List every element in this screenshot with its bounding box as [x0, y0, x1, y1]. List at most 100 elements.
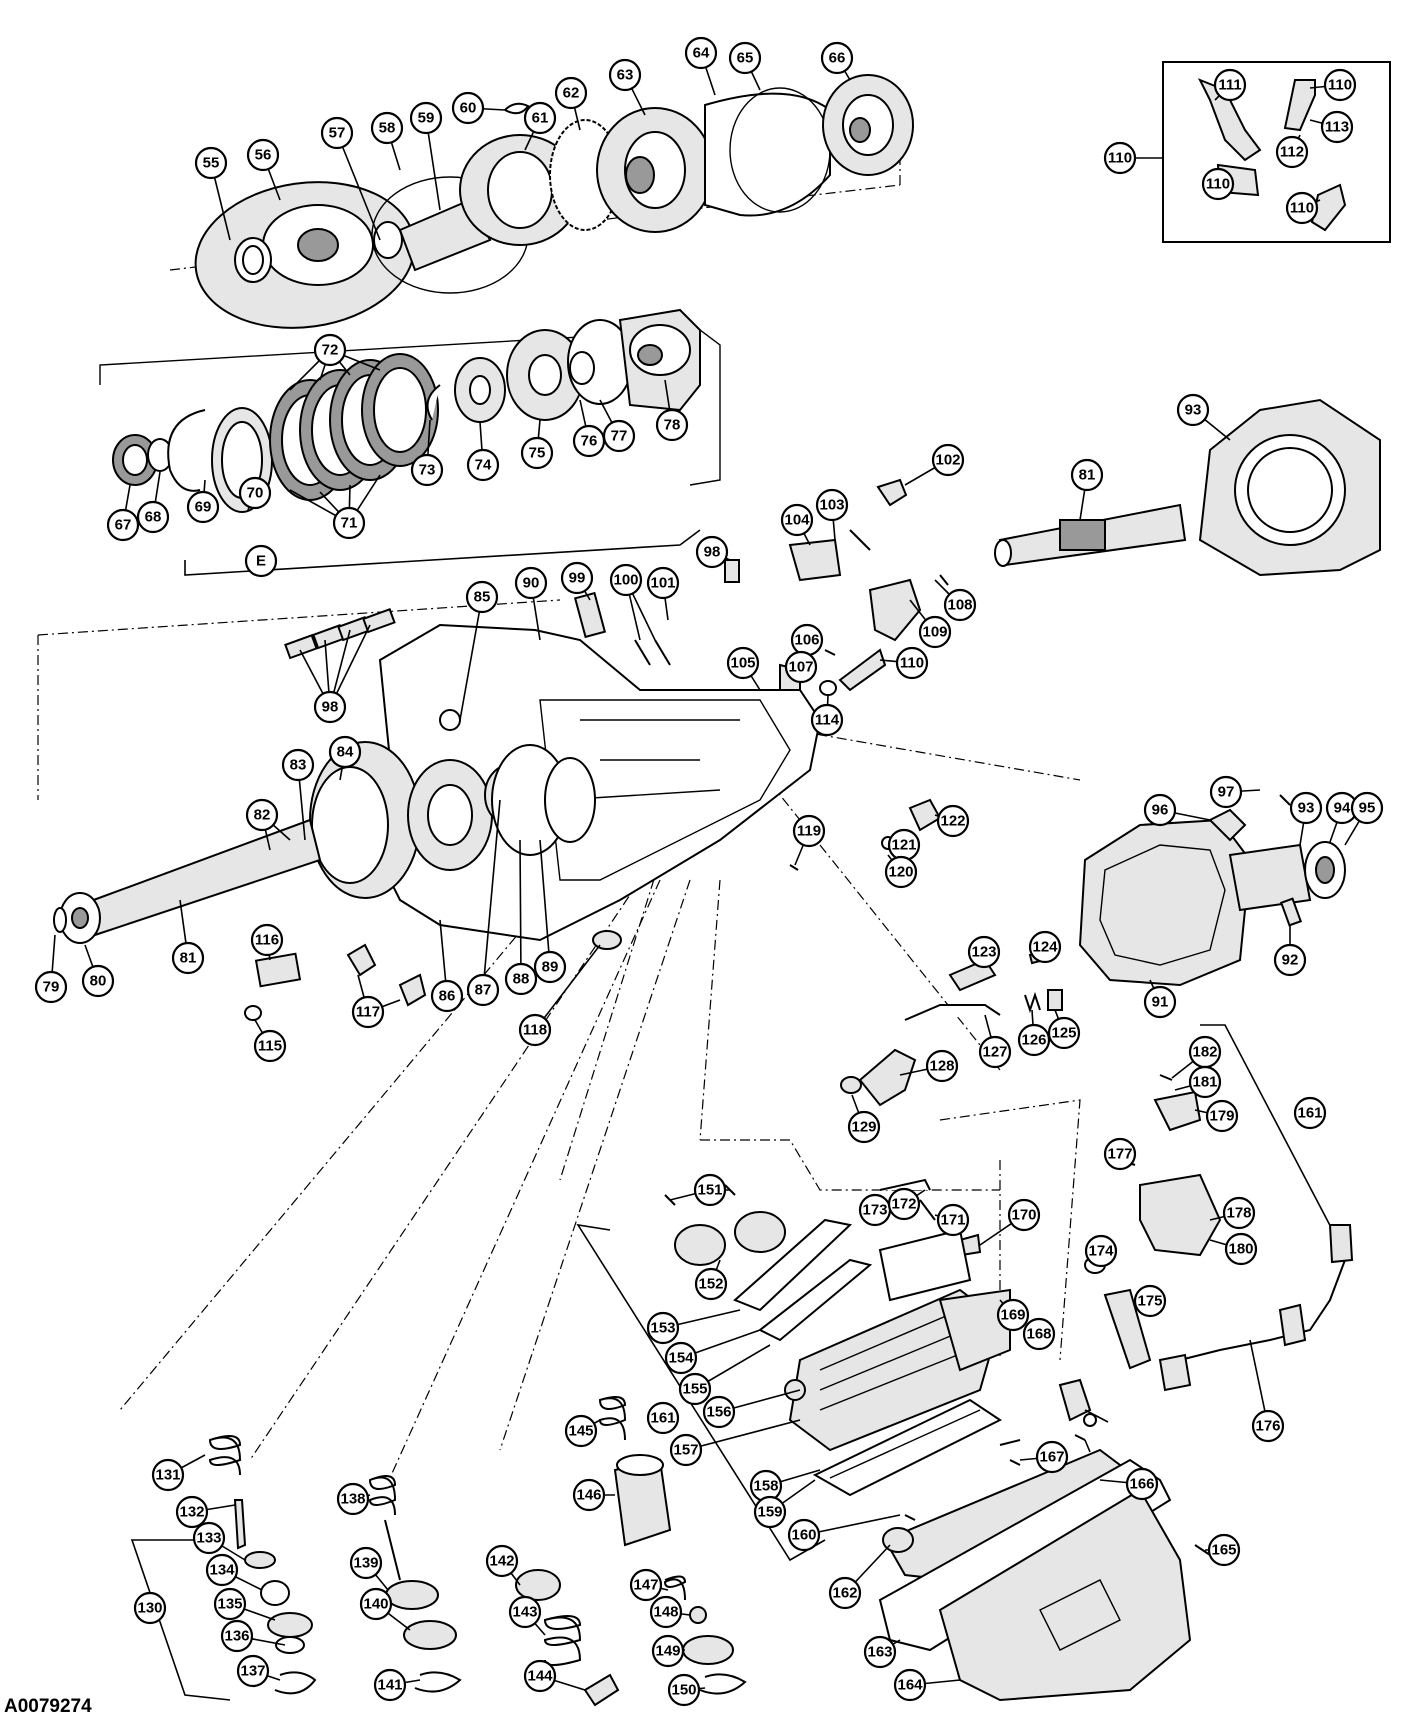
callout-number: 117	[356, 1004, 380, 1021]
callout-number: 136	[224, 1628, 249, 1645]
callout-number: 126	[1021, 1032, 1046, 1049]
direct-clutch-drum	[459, 134, 581, 246]
callout-57: 57	[320, 116, 354, 150]
callout-circle	[1143, 985, 1177, 1019]
callout-circle	[1070, 458, 1104, 492]
callout-129: 129	[847, 1110, 881, 1144]
callout-number: 157	[673, 1442, 698, 1459]
callout-135: 135	[213, 1587, 247, 1621]
callout-76: 76	[572, 424, 606, 458]
callout-80: 80	[81, 964, 115, 998]
callout-circle	[1201, 167, 1235, 201]
callout-number: 55	[203, 155, 220, 172]
callout-61: 61	[523, 101, 557, 135]
callout-circle	[651, 1634, 685, 1668]
callout-circle	[815, 488, 849, 522]
callout-number: 73	[419, 462, 436, 479]
callout-153: 153	[646, 1311, 680, 1345]
callout-158: 158	[749, 1469, 783, 1503]
callout-number: 72	[322, 342, 339, 359]
callout-104: 104	[780, 503, 814, 537]
callout-81: 81	[1070, 458, 1104, 492]
callout-circle	[136, 500, 170, 534]
callout-179: 179	[1205, 1099, 1239, 1133]
callout-circle	[693, 1173, 727, 1207]
front-pump-assembly	[194, 181, 416, 329]
callout-circle	[554, 76, 588, 110]
plugs-98	[284, 608, 396, 660]
callout-116: 116	[250, 923, 284, 957]
callout-93: 93	[1289, 791, 1323, 825]
callout-circle	[1293, 1096, 1327, 1130]
callout-circle	[1035, 1440, 1069, 1474]
callout-number: 147	[633, 1577, 658, 1594]
callout-number: 85	[474, 589, 491, 606]
callout-circle	[1320, 110, 1354, 144]
callout-circle	[810, 703, 844, 737]
callout-63: 63	[608, 58, 642, 92]
callout-144: 144	[523, 1659, 557, 1693]
gear-assembly-66	[822, 74, 914, 176]
callout-number: 132	[179, 1504, 204, 1521]
callout-number: 79	[43, 979, 60, 996]
callout-number: 173	[862, 1202, 887, 1219]
callout-number: 93	[1298, 800, 1315, 817]
callout-number: 81	[180, 950, 197, 967]
callout-number: 143	[512, 1604, 537, 1621]
callout-number: 104	[784, 512, 810, 529]
callout-number: 180	[1228, 1241, 1253, 1258]
callout-number: 82	[254, 807, 271, 824]
callout-circle	[609, 563, 643, 597]
callout-circle	[936, 804, 970, 838]
callout-number: 138	[340, 1491, 365, 1508]
callout-number: 109	[922, 624, 947, 641]
callout-151: 151	[693, 1173, 727, 1207]
callout-113: 113	[1320, 110, 1354, 144]
callout-circle	[1176, 393, 1210, 427]
callout-number: 74	[475, 457, 492, 474]
callout-circle	[1017, 1023, 1051, 1057]
callout-circle	[996, 1298, 1030, 1332]
callout-circle	[684, 36, 718, 70]
callout-number: 179	[1209, 1108, 1234, 1125]
callout-number: 148	[653, 1604, 678, 1621]
callout-circle	[787, 1518, 821, 1552]
callout-number: 56	[255, 147, 272, 164]
callout-circle	[1103, 1137, 1137, 1171]
callout-number: 57	[329, 125, 346, 142]
callout-number: 174	[1088, 1243, 1114, 1260]
callout-circle	[695, 535, 729, 569]
callout-number: 98	[322, 699, 339, 716]
callout-154: 154	[664, 1341, 698, 1375]
callout-178: 178	[1222, 1196, 1256, 1230]
callout-167: 167	[1035, 1440, 1069, 1474]
callout-75: 75	[520, 436, 554, 470]
callout-circle	[81, 964, 115, 998]
callout-number: 165	[1211, 1542, 1236, 1559]
callout-number: 166	[1129, 1476, 1154, 1493]
callout-circle	[245, 798, 279, 832]
callout-number: 152	[698, 1276, 723, 1293]
callout-number: 60	[460, 100, 477, 117]
snap-ring-60	[504, 102, 530, 115]
callout-98: 98	[695, 535, 729, 569]
callout-number: 110	[900, 655, 924, 672]
callout-175: 175	[1133, 1284, 1167, 1318]
callout-62: 62	[554, 76, 588, 110]
callout-circle	[863, 1635, 897, 1669]
callout-circle	[560, 561, 594, 595]
callout-circle	[1350, 791, 1384, 825]
callout-circle	[792, 814, 826, 848]
callout-number: 66	[829, 50, 846, 67]
callout-circle	[373, 1668, 407, 1702]
callout-101: 101	[646, 566, 680, 600]
callout-162: 162	[828, 1576, 862, 1610]
callout-132: 132	[175, 1495, 209, 1529]
callout-circle	[313, 333, 347, 367]
callout-89: 89	[533, 950, 567, 984]
callout-circle	[133, 1591, 167, 1625]
callout-87: 87	[466, 973, 500, 1007]
callout-137: 137	[236, 1654, 270, 1688]
callout-circle	[702, 1395, 736, 1429]
